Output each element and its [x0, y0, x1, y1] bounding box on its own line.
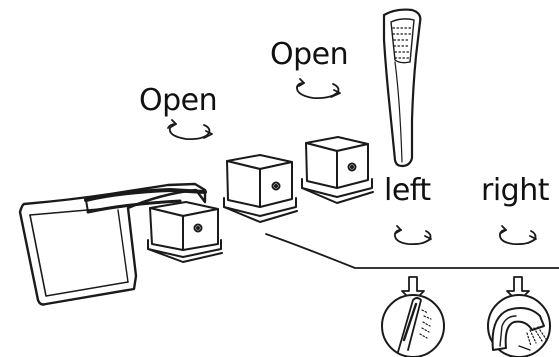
- right-label: right: [481, 176, 549, 206]
- hose-line: [266, 234, 559, 268]
- rotate-arrow-icon: [500, 226, 536, 244]
- showerhead-spray-icon: [488, 295, 550, 357]
- rotate-arrow-icon: [297, 79, 340, 98]
- open-label-left: Open: [139, 86, 217, 116]
- hand-shower: [384, 10, 420, 166]
- rotate-arrow-icon: [168, 120, 212, 139]
- valve-cube-1: [148, 202, 222, 262]
- handshower-spray-icon: [382, 295, 444, 357]
- left-label: left: [384, 176, 431, 206]
- rotate-arrow-icon: [395, 226, 431, 244]
- valve-cube-3: [302, 137, 373, 203]
- valve-cube-2: [224, 155, 297, 222]
- open-label-right: Open: [270, 40, 348, 70]
